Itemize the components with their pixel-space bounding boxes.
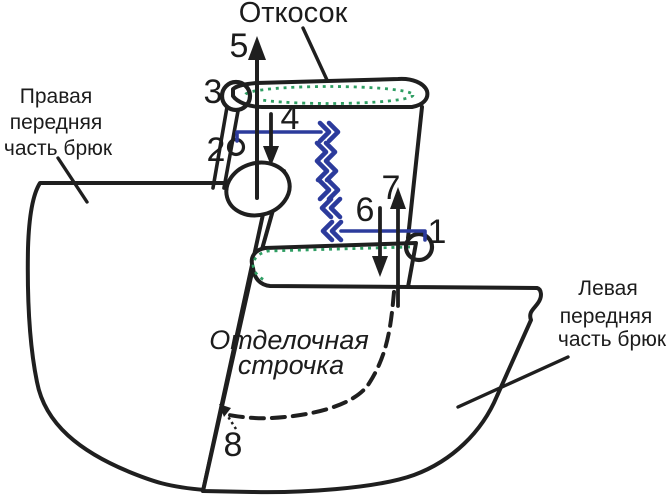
step-number-2: 2 (207, 131, 226, 169)
step-number-3: 3 (204, 73, 223, 111)
left-front-label-line1: Левая (578, 277, 637, 300)
left-front-label-line3: часть брюк (558, 328, 667, 351)
step-number-4: 4 (281, 99, 300, 137)
topstitch-label-line2: строчка (238, 350, 344, 380)
arrow-down-4 (263, 112, 279, 166)
left-front-label-line2: передняя (560, 305, 653, 328)
step-number-7: 7 (382, 169, 401, 207)
marker-circle-3 (219, 79, 253, 113)
operation-4-arrow-line (235, 130, 323, 143)
topstitch-label-line1: Отделочная (209, 325, 369, 355)
fly-shield-shape (231, 76, 430, 109)
arrow-dotted-8 (219, 404, 238, 430)
fly-shield-stitching (243, 85, 415, 105)
chevron-right-icon (314, 140, 338, 164)
operation-6-arrow-line (339, 229, 427, 242)
right-front-piece-fill (27, 183, 250, 490)
arrow-down-6 (372, 206, 388, 277)
topstitch-dashed-line (227, 290, 396, 421)
waistband-lower-edge (251, 266, 412, 289)
left-front-piece (201, 241, 543, 495)
marker-circle-1 (403, 231, 435, 263)
fly-shield-right-edge (406, 105, 424, 240)
chevron-left-icon (320, 219, 344, 243)
step-number-6: 6 (356, 191, 375, 229)
shield-label: Откосок (239, 0, 348, 29)
right-front-label-line1: Правая (20, 85, 92, 108)
right-front-piece-outline (25, 181, 252, 492)
step-number-1: 1 (428, 213, 447, 251)
chevron-left-icon (319, 196, 343, 220)
left-front-pointer-line (456, 355, 570, 409)
step-number-5: 5 (230, 27, 249, 65)
fly-shield-left-edge (211, 105, 240, 190)
step-number-8: 8 (224, 426, 243, 464)
chevron-right-icon (317, 178, 341, 202)
right-front-label-line3: часть брюк (4, 137, 113, 160)
chevron-right-icon (317, 120, 341, 144)
shield-pointer-line (301, 26, 329, 82)
right-front-label-line2: передняя (10, 111, 103, 134)
right-front-pointer-line (56, 156, 89, 204)
arrow-up-5 (248, 36, 266, 200)
arrow-up-7 (390, 187, 406, 308)
chevron-right-icon (315, 159, 339, 183)
